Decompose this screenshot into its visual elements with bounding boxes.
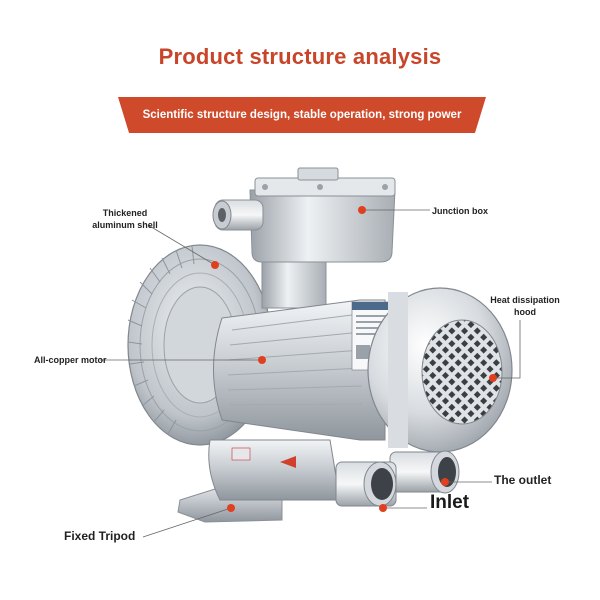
label-shell-line1: Thickened (102, 208, 148, 218)
label-motor: All-copper motor (34, 355, 107, 365)
marker-motor (258, 356, 266, 364)
heat-hood-shape (367, 287, 513, 453)
marker-hood (489, 374, 497, 382)
label-heat-hood: Heat dissipation hood (480, 294, 570, 318)
marker-shell (211, 261, 219, 269)
subtitle-text: Scientific structure design, stable oper… (142, 109, 462, 121)
label-shell-line2: aluminum shell (92, 220, 158, 230)
label-heat-line1: Heat dissipation (490, 295, 560, 305)
label-aluminum-shell: Thickened aluminum shell (70, 207, 180, 231)
pipe-housing-shape (208, 439, 460, 507)
label-tripod: Fixed Tripod (64, 529, 136, 543)
label-heat-line2: hood (514, 307, 536, 317)
subtitle-banner: Scientific structure design, stable oper… (118, 97, 486, 133)
label-outlet: The outlet (494, 473, 552, 487)
marker-outlet (441, 478, 449, 486)
marker-dots (211, 206, 497, 512)
marker-junction (358, 206, 366, 214)
marker-tripod (227, 504, 235, 512)
page-title: Product structure analysis (158, 44, 442, 69)
label-junction-box: Junction box (432, 206, 488, 216)
marker-inlet (379, 504, 387, 512)
leader-lines (100, 209, 521, 538)
label-inlet: Inlet (430, 492, 470, 513)
